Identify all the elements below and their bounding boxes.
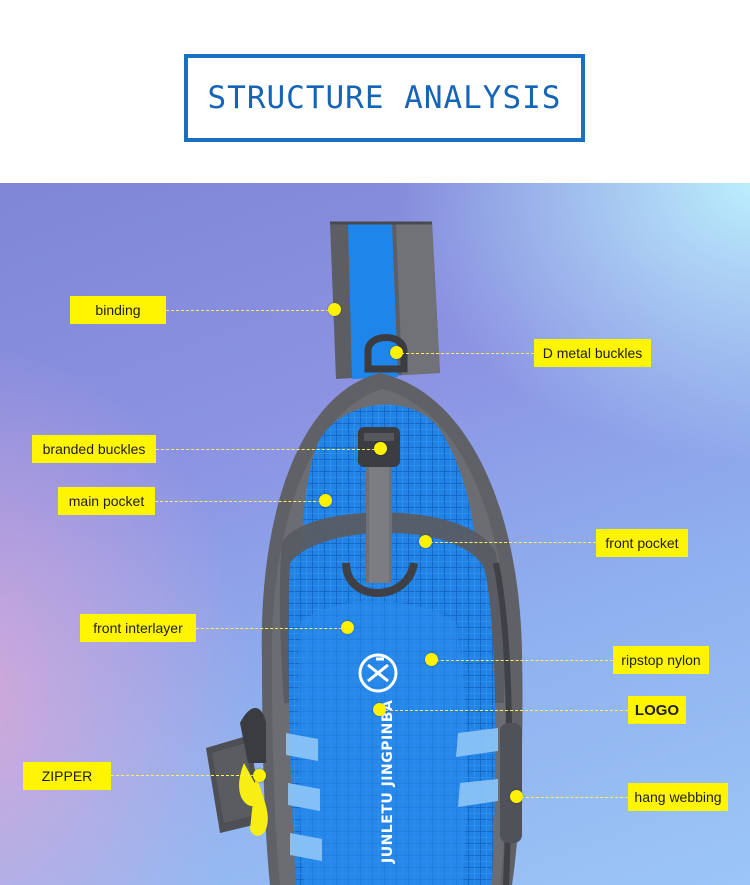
leader-front-interlayer: [196, 628, 347, 629]
marker-main-pocket: [319, 494, 332, 507]
logo-emblem: JUNLETU JINGPINBA: [358, 653, 398, 864]
marker-binding: [328, 303, 341, 316]
marker-ripstop-nylon: [425, 653, 438, 666]
label-logo: LOGO: [628, 696, 686, 724]
marker-logo: [373, 703, 386, 716]
leader-branded-buckles: [156, 449, 380, 450]
header-section: STRUCTURE ANALYSIS: [0, 0, 750, 183]
label-d-metal-buckles: D metal buckles: [534, 339, 651, 367]
zipper-pulls: [239, 708, 268, 836]
marker-hang-webbing: [510, 790, 523, 803]
label-front-pocket: front pocket: [596, 529, 688, 557]
leader-zipper: [111, 775, 259, 776]
label-hang-webbing: hang webbing: [628, 783, 728, 811]
leader-d-metal-buckles: [396, 353, 534, 354]
leader-hang-webbing: [516, 797, 628, 798]
label-ripstop-nylon: ripstop nylon: [613, 646, 709, 674]
label-branded-buckles: branded buckles: [32, 435, 156, 463]
d-ring: [364, 334, 408, 373]
marker-front-pocket: [419, 535, 432, 548]
leader-ripstop-nylon: [431, 660, 613, 661]
shoulder-strap: [330, 221, 440, 379]
webbing-strap: [342, 427, 418, 597]
marker-zipper: [253, 769, 266, 782]
label-zipper: ZIPPER: [23, 762, 111, 790]
leader-binding: [166, 310, 334, 311]
leader-main-pocket: [155, 501, 326, 502]
marker-d-metal-buckles: [390, 346, 403, 359]
product-scene: JUNLETU JINGPINBA binding D metal buckle…: [0, 183, 750, 885]
marker-branded-buckles: [374, 442, 387, 455]
label-front-interlayer: front interlayer: [80, 614, 196, 642]
label-main-pocket: main pocket: [58, 487, 155, 515]
label-binding: binding: [70, 296, 166, 324]
leader-front-pocket: [425, 542, 596, 543]
leader-logo: [380, 710, 628, 711]
page-title: STRUCTURE ANALYSIS: [207, 80, 562, 116]
bag-brand-text: JUNLETU JINGPINBA: [380, 700, 396, 864]
marker-front-interlayer: [341, 621, 354, 634]
title-box: STRUCTURE ANALYSIS: [184, 54, 585, 142]
